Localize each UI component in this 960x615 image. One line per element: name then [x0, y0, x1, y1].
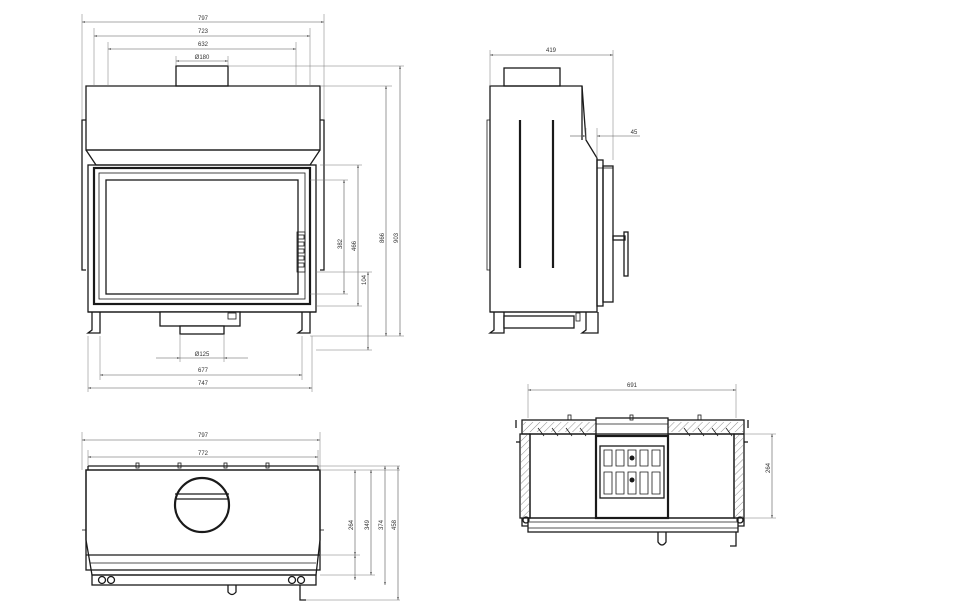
side-view: 419 45	[486, 48, 640, 334]
dim-top-depth-b: 349	[365, 519, 371, 530]
dim-front-base-width-a: 677	[198, 368, 209, 374]
dim-section-width: 691	[627, 383, 638, 389]
dim-front-inner-width: 723	[198, 29, 209, 35]
dim-front-lower-height: 104	[362, 274, 368, 285]
dim-top-depth-a: 264	[349, 519, 355, 530]
dim-front-glass-height: 466	[352, 240, 358, 251]
front-view: 797 723 632 Ø180 903 866 466 382 104	[81, 14, 404, 392]
top-view: 797 772 264 349 374 458	[81, 432, 400, 601]
dim-top-depth-c: 374	[379, 519, 385, 530]
dim-front-height-a: 866	[380, 232, 386, 243]
dim-side-offset: 45	[631, 130, 638, 136]
dim-front-top-flue: Ø180	[195, 55, 210, 61]
dim-front-opening-height: 382	[338, 238, 344, 249]
dim-section-depth: 264	[766, 462, 772, 473]
dim-front-base-width-b: 747	[198, 381, 209, 387]
dim-front-height-b: 903	[394, 232, 400, 243]
dim-top-overall-width: 797	[198, 433, 209, 439]
dim-front-bottom-inlet: Ø125	[195, 352, 210, 358]
section-view: 691 264	[515, 383, 776, 547]
dim-front-outlet-spacing: 632	[198, 42, 209, 48]
dim-front-overall-width: 797	[198, 16, 209, 22]
dim-top-inner-width: 772	[198, 451, 209, 457]
dim-top-depth-d: 458	[392, 519, 398, 530]
dim-side-depth: 419	[546, 48, 557, 54]
